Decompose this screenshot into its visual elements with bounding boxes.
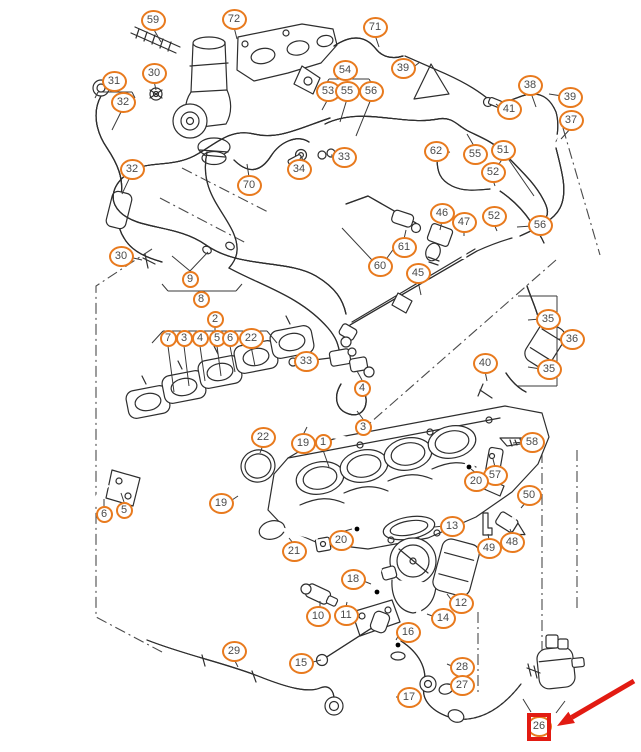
callout-60[interactable]: 60 [367, 255, 393, 277]
callout-12[interactable]: 12 [448, 592, 474, 614]
section-boundary-lines [95, 127, 601, 695]
callout-8[interactable]: 8 [192, 290, 210, 308]
callout-45[interactable]: 45 [405, 262, 431, 284]
callout-56[interactable]: 56 [358, 80, 384, 102]
callout-52[interactable]: 52 [481, 205, 507, 227]
callout-70[interactable]: 70 [236, 174, 262, 196]
callout-40[interactable]: 40 [472, 352, 498, 374]
leader-lines [94, 26, 572, 714]
callout-20[interactable]: 20 [328, 529, 354, 551]
stud-59-drawing [130, 26, 181, 54]
callout-30[interactable]: 30 [108, 245, 134, 267]
callout-6[interactable]: 6 [221, 329, 239, 347]
gasket-chain-drawing [125, 315, 315, 419]
callout-71[interactable]: 71 [362, 16, 388, 38]
callout-48[interactable]: 48 [499, 531, 525, 553]
pump-26-drawing [526, 634, 585, 690]
hose-31-32-drawing [92, 79, 163, 269]
callout-39[interactable]: 39 [390, 57, 416, 79]
callout-31[interactable]: 31 [101, 70, 127, 92]
highlight-box [527, 713, 551, 741]
callout-36[interactable]: 36 [559, 328, 585, 350]
callout-1[interactable]: 1 [314, 433, 332, 451]
hose-71-38-drawing [333, 37, 565, 237]
hose-70-drawing [233, 138, 342, 171]
callout-39[interactable]: 39 [557, 86, 583, 108]
callout-37[interactable]: 37 [558, 109, 584, 131]
callout-53[interactable]: 53 [315, 80, 341, 102]
bracket-5-6-drawing [89, 469, 141, 507]
callout-11[interactable]: 11 [333, 604, 359, 626]
callout-19[interactable]: 19 [290, 432, 316, 454]
callout-30[interactable]: 30 [141, 62, 167, 84]
callout-59[interactable]: 59 [140, 9, 166, 31]
callout-47[interactable]: 47 [451, 211, 477, 233]
callout-18[interactable]: 18 [340, 568, 366, 590]
callout-21[interactable]: 21 [281, 540, 307, 562]
callout-55[interactable]: 55 [462, 143, 488, 165]
callout-17[interactable]: 17 [396, 686, 422, 708]
callout-41[interactable]: 41 [496, 98, 522, 120]
callout-32[interactable]: 32 [110, 91, 136, 113]
callout-33[interactable]: 33 [293, 350, 319, 372]
callout-46[interactable]: 46 [429, 202, 455, 224]
callout-32[interactable]: 32 [119, 158, 145, 180]
callout-34[interactable]: 34 [286, 158, 312, 180]
hose-29-drawing [146, 639, 344, 716]
callout-9[interactable]: 9 [181, 270, 199, 288]
callout-35[interactable]: 35 [536, 358, 562, 380]
callout-55[interactable]: 55 [334, 80, 360, 102]
vacuum-pipe-8-9-drawing [202, 151, 342, 357]
callout-3[interactable]: 3 [354, 418, 372, 436]
callout-51[interactable]: 51 [490, 139, 516, 161]
callout-28[interactable]: 28 [449, 656, 475, 678]
callout-22[interactable]: 22 [250, 426, 276, 448]
callout-4[interactable]: 4 [353, 379, 371, 397]
sensor-48-drawing [482, 504, 527, 536]
callout-58[interactable]: 58 [519, 431, 545, 453]
callout-56[interactable]: 56 [527, 214, 553, 236]
callout-52[interactable]: 52 [480, 161, 506, 183]
callout-35[interactable]: 35 [535, 308, 561, 330]
hose-middle-drawing [324, 115, 549, 220]
throttle-body-drawing [380, 515, 480, 614]
callout-2[interactable]: 2 [206, 310, 224, 328]
intake-manifold-drawing [258, 405, 550, 553]
o-ring-22-drawing [240, 449, 276, 483]
callout-72[interactable]: 72 [221, 8, 247, 30]
grommet-30-drawing [149, 87, 163, 101]
pump-36-drawing [477, 285, 566, 399]
callout-27[interactable]: 27 [449, 674, 475, 696]
callout-19[interactable]: 19 [208, 492, 234, 514]
callout-15[interactable]: 15 [288, 652, 314, 674]
callout-61[interactable]: 61 [391, 236, 417, 258]
linkage-15-drawing [315, 599, 406, 667]
hose-53-56-drawing [112, 106, 362, 315]
fuel-rail-drawing [338, 223, 513, 357]
callout-50[interactable]: 50 [516, 484, 542, 506]
coolant-flange-drawing [172, 23, 338, 166]
callout-38[interactable]: 38 [517, 74, 543, 96]
callout-4[interactable]: 4 [191, 329, 209, 347]
callout-22[interactable]: 22 [238, 327, 264, 349]
valve-61-drawing [345, 195, 422, 234]
sensor-10-drawing [300, 569, 426, 624]
callout-62[interactable]: 62 [423, 140, 449, 162]
callout-20[interactable]: 20 [463, 470, 489, 492]
callout-3[interactable]: 3 [175, 329, 193, 347]
callout-49[interactable]: 49 [476, 537, 502, 559]
callout-29[interactable]: 29 [221, 640, 247, 662]
callout-13[interactable]: 13 [439, 515, 465, 537]
callout-33[interactable]: 33 [331, 146, 357, 168]
callout-14[interactable]: 14 [430, 607, 456, 629]
callout-16[interactable]: 16 [395, 621, 421, 643]
bolts-bottom-drawing [364, 655, 454, 709]
callout-54[interactable]: 54 [332, 59, 358, 81]
callout-7[interactable]: 7 [159, 329, 177, 347]
callout-5[interactable]: 5 [115, 501, 133, 519]
callout-10[interactable]: 10 [305, 605, 331, 627]
callout-6[interactable]: 6 [95, 505, 113, 523]
